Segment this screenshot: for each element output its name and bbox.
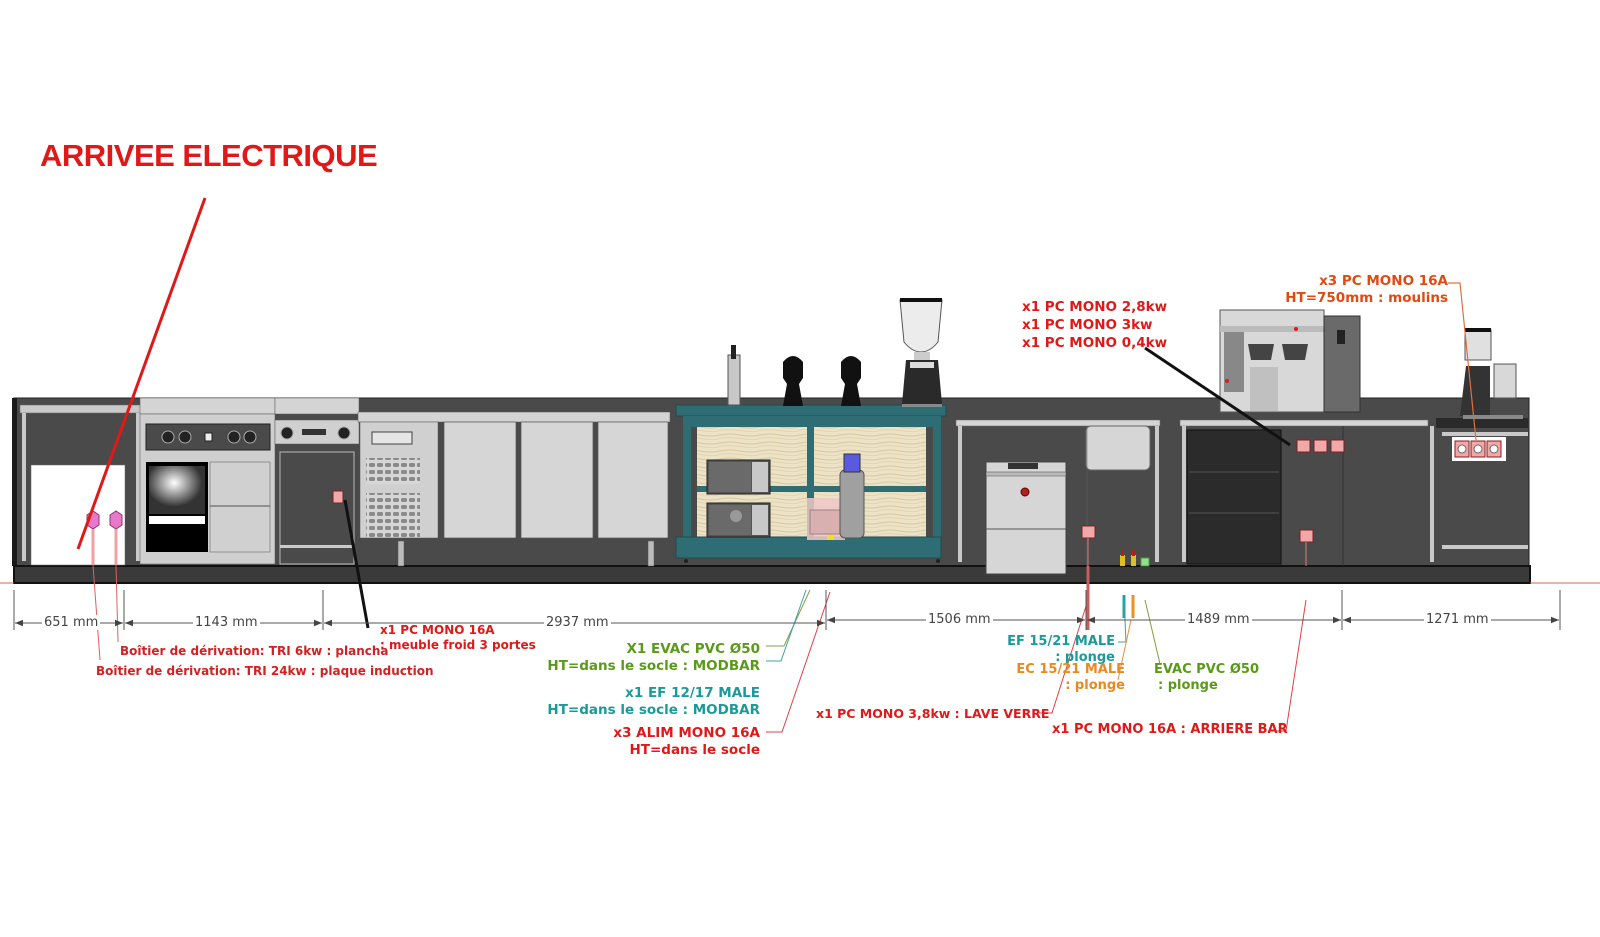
label-ef-modbar: x1 EF 12/17 MALE HT=dans le socle : MODB… — [547, 685, 760, 719]
label-moulins-line1: x3 PC MONO 16A — [1319, 273, 1448, 289]
sockets-coffee-machines — [1296, 439, 1345, 453]
label-ef-modbar-line2: HT=dans le socle : MODBAR — [547, 701, 760, 718]
label-ef-modbar-line1: x1 EF 12/17 MALE — [625, 685, 760, 701]
label-evac-modbar-line2: HT=dans le socle : MODBAR — [547, 657, 760, 674]
label-coffee-sockets-line2: x1 PC MONO 3kw — [1022, 317, 1153, 334]
label-moulins: x3 PC MONO 16A HT=750mm : moulins — [1285, 273, 1448, 307]
label-ec-plonge-line2: : plonge — [1065, 678, 1125, 694]
derivation-box-induction — [109, 510, 123, 565]
backbar-fridge-unit — [1179, 419, 1434, 566]
label-meuble-froid-line1: x1 PC MONO 16A — [380, 623, 495, 637]
beer-tap — [727, 345, 741, 406]
label-ef-plonge-line2: : plonge — [1055, 650, 1115, 666]
modbar-espresso-tower-2 — [841, 356, 861, 406]
label-boitier-induction: Boîtier de dérivation: TRI 24kw : plaque… — [96, 664, 434, 678]
label-alim-mono: x3 ALIM MONO 16A HT=dans le socle — [613, 725, 760, 759]
label-alim-mono-line1: x3 ALIM MONO 16A — [613, 725, 760, 741]
label-coffee-sockets: x1 PC MONO 2,8kw x1 PC MONO 3kw x1 PC MO… — [1022, 298, 1167, 353]
socket-arriere-bar — [1299, 529, 1314, 566]
label-evac-plonge: EVAC PVC Ø50 : plonge — [1154, 662, 1259, 695]
modbar-station — [675, 404, 947, 563]
label-alim-mono-line2: HT=dans le socle — [629, 741, 760, 758]
label-evac-modbar-line1: X1 EVAC PVC Ø50 — [626, 641, 760, 657]
arrivee-leader — [76, 197, 207, 550]
water-valves — [1120, 550, 1150, 567]
plancha-unit — [274, 397, 360, 565]
hot-water-dispenser — [1323, 315, 1361, 413]
label-ef-plonge: EF 15/21 MALE : plonge — [1007, 634, 1115, 667]
label-coffee-sockets-line3: x1 PC MONO 0,4kw — [1022, 335, 1168, 352]
modbar-espresso-tower-1 — [783, 356, 803, 406]
label-moulins-line2: HT=750mm : moulins — [1285, 289, 1448, 306]
dimension-label: 1506 mm — [926, 612, 993, 627]
label-meuble-froid: x1 PC MONO 16A : meuble froid 3 portes — [380, 623, 536, 653]
label-lave-verre: x1 PC MONO 3,8kw : LAVE VERRE — [816, 706, 1050, 721]
coffee-grinder-large — [899, 298, 943, 407]
label-evac-plonge-line1: EVAC PVC Ø50 — [1154, 662, 1259, 677]
socket-lave-verre — [1081, 525, 1096, 566]
label-boitier-plancha: Boîtier de dérivation: TRI 6kw : plancha — [120, 644, 389, 658]
induction-oven-unit — [139, 397, 276, 565]
label-arriere-bar: x1 PC MONO 16A : ARRIERE BAR — [1052, 722, 1288, 737]
label-ec-plonge-line1: EC 15/21 MALE — [1016, 662, 1125, 677]
dimension-label: 651 mm — [42, 615, 101, 630]
label-coffee-sockets-line1: x1 PC MONO 2,8kw — [1022, 299, 1168, 315]
refrigerated-counter-3-doors — [357, 411, 671, 567]
dimension-label: 2937 mm — [544, 615, 611, 630]
glasswasher-sink-unit — [955, 419, 1161, 575]
label-evac-plonge-line2: : plonge — [1158, 678, 1218, 694]
label-meuble-froid-line2: : meuble froid 3 portes — [380, 638, 536, 652]
coffee-leader — [1144, 346, 1291, 447]
title-arrivee-electrique: ARRIVEE ELECTRIQUE — [40, 138, 378, 173]
espresso-grinder-small — [1460, 328, 1523, 419]
grinder-station — [1436, 418, 1528, 549]
filter-coffee-brewer — [1219, 309, 1325, 413]
meuble-froid-leader — [343, 499, 370, 629]
socket-meuble-froid — [332, 490, 344, 504]
label-ef-plonge-line1: EF 15/21 MALE — [1007, 634, 1115, 649]
dimension-label: 1271 mm — [1424, 612, 1491, 627]
label-evac-modbar: X1 EVAC PVC Ø50 HT=dans le socle : MODBA… — [547, 641, 760, 675]
dimension-label: 1143 mm — [193, 615, 260, 630]
dimension-label: 1489 mm — [1185, 612, 1252, 627]
label-ec-plonge: EC 15/21 MALE : plonge — [1016, 662, 1125, 695]
